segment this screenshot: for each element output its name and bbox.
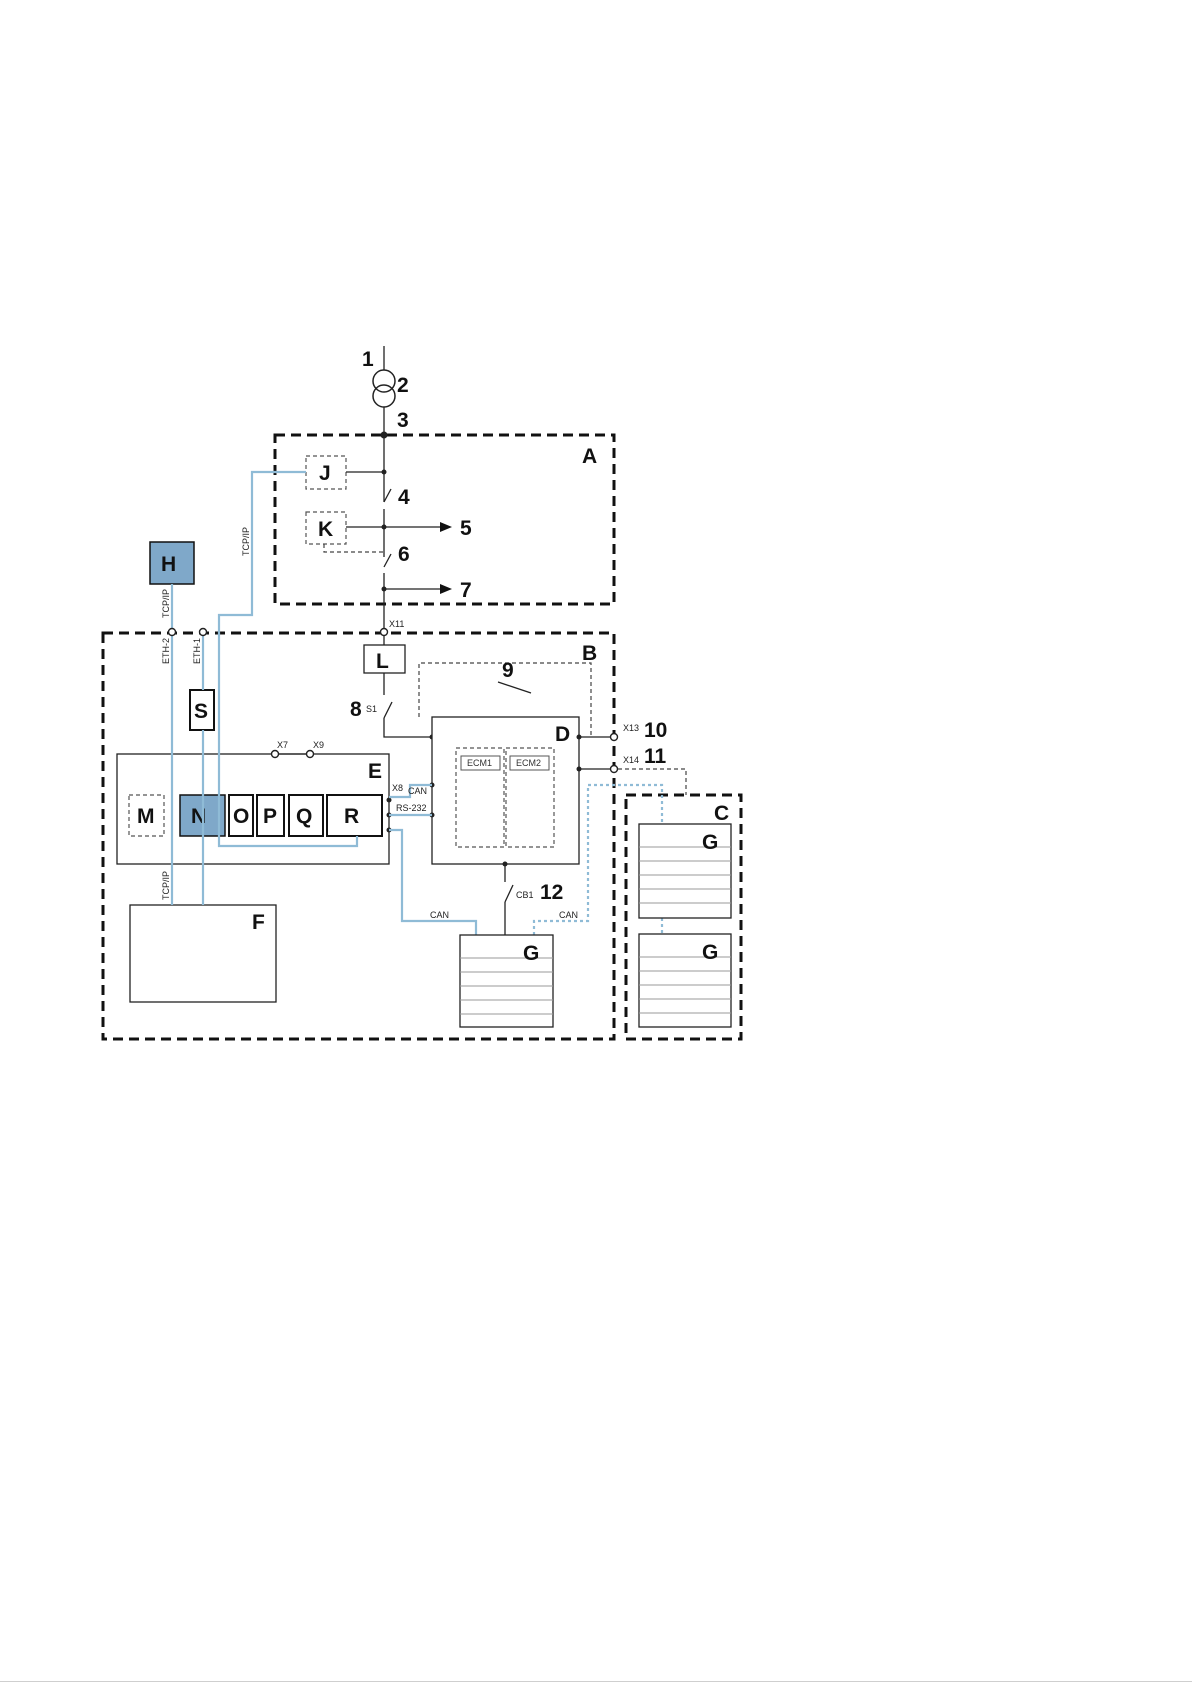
zone-c-label: C [714, 802, 729, 825]
label-6: 6 [398, 543, 410, 566]
grid-feed: 1 2 3 [362, 346, 409, 439]
breaker-cb1-blade [505, 885, 513, 902]
ecm1-label: ECM1 [467, 758, 492, 768]
e-to-d-links: X8 CAN RS-232 [387, 783, 433, 833]
battery-g-zone-c-top-label: G [702, 831, 718, 854]
label-2: 2 [397, 374, 409, 397]
label-x9: X9 [313, 740, 324, 750]
terminal-x13 [611, 734, 618, 741]
component-s-label: S [194, 700, 208, 723]
arrow-7-head [440, 584, 452, 594]
label-rs232: RS-232 [396, 803, 427, 813]
label-eth-1: ETH-1 [192, 638, 202, 664]
battery-g-zone-c-top[interactable]: G [639, 824, 731, 918]
terminal-x11 [381, 629, 388, 636]
switch-s1: 8 S1 [350, 673, 435, 740]
label-5: 5 [460, 517, 472, 540]
label-4: 4 [398, 486, 410, 509]
component-s[interactable]: S [190, 690, 214, 730]
zone-a-label: A [582, 445, 597, 468]
label-11: 11 [644, 745, 667, 768]
label-7: 7 [460, 579, 472, 602]
label-eth-2: ETH-2 [161, 638, 171, 664]
breaker-cb1: CB1 12 [505, 864, 563, 935]
output-x14: X14 11 [579, 745, 686, 795]
component-p[interactable]: P [257, 795, 284, 836]
terminal-x9 [307, 751, 314, 758]
component-f[interactable]: F [130, 905, 276, 1002]
switch-s1-blade [384, 702, 392, 718]
component-o[interactable]: O [229, 795, 253, 836]
label-tcpip-f: TCP/IP [161, 871, 171, 900]
component-j-label: J [319, 462, 331, 485]
battery-g-zone-c-bottom[interactable]: G [639, 934, 731, 1027]
label-x7: X7 [277, 740, 288, 750]
bypass-9-switch-blade [498, 682, 531, 693]
main-line-zone-a: 4 5 6 7 [382, 435, 473, 632]
label-9: 9 [502, 659, 514, 682]
terminal-eth-2 [169, 629, 176, 636]
component-e-label: E [368, 760, 382, 783]
label-x13: X13 [623, 723, 639, 733]
switch-4-blade [384, 489, 391, 502]
page-bottom-rule [0, 1681, 1192, 1682]
label-cb1: CB1 [516, 890, 534, 900]
component-l-label: L [376, 650, 389, 673]
battery-g-zone-b[interactable]: G [460, 935, 553, 1027]
component-k[interactable]: K [306, 512, 346, 544]
zone-b-label: B [582, 642, 597, 665]
terminal-x7 [272, 751, 279, 758]
component-m-label: M [137, 805, 155, 828]
label-x8: X8 [392, 783, 403, 793]
component-q[interactable]: Q [289, 795, 323, 836]
terminal-x14 [611, 766, 618, 773]
switch-6-blade [384, 554, 391, 567]
arrow-5-head [440, 522, 452, 532]
label-8: 8 [350, 698, 362, 721]
transformer-secondary-winding [373, 385, 395, 407]
label-x11: X11 [389, 619, 404, 629]
component-k-label: K [318, 518, 333, 541]
label-can-r-g: CAN [430, 910, 449, 920]
ecm2-label: ECM2 [516, 758, 541, 768]
component-o-label: O [233, 805, 249, 828]
label-1: 1 [362, 348, 374, 371]
terminal-eth-1 [200, 629, 207, 636]
component-q-label: Q [296, 805, 312, 828]
label-tcpip-h: TCP/IP [161, 589, 171, 618]
component-r-label: R [344, 805, 359, 828]
battery-g-zone-b-label: G [523, 942, 539, 965]
label-3: 3 [397, 409, 409, 432]
component-j[interactable]: J [306, 456, 346, 489]
label-s1: S1 [366, 704, 377, 714]
label-can-g-c: CAN [559, 910, 578, 920]
label-tcpip-j: TCP/IP [241, 527, 251, 556]
component-d-label: D [555, 723, 570, 746]
component-d[interactable]: D ECM1 ECM2 [430, 717, 582, 867]
component-h-label: H [161, 553, 176, 576]
component-m[interactable]: M [129, 795, 164, 836]
label-can-e-d: CAN [408, 786, 427, 796]
label-10: 10 [644, 719, 667, 742]
label-x14: X14 [623, 755, 639, 765]
component-p-label: P [263, 805, 277, 828]
component-l[interactable]: L [364, 645, 405, 673]
component-f-label: F [252, 911, 265, 934]
component-r[interactable]: R [327, 795, 382, 836]
component-h[interactable]: H [150, 542, 194, 584]
label-12: 12 [540, 881, 563, 904]
output-x13: X13 10 [579, 719, 667, 742]
k-control-link [324, 544, 384, 552]
battery-g-zone-c-bottom-label: G [702, 941, 718, 964]
